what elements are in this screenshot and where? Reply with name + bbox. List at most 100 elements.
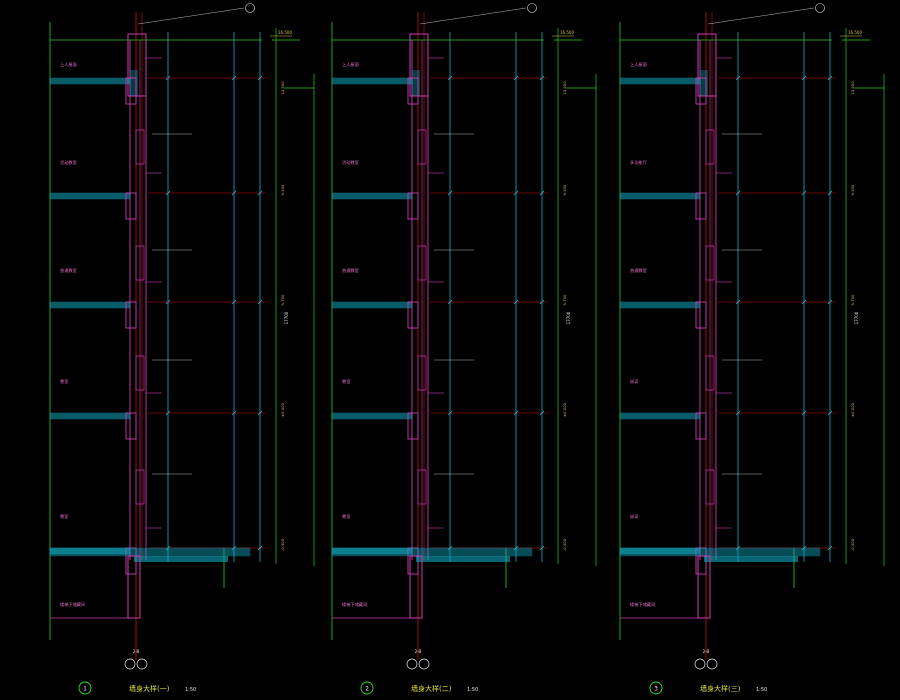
- floor-slab: [49, 301, 131, 309]
- room-label: 普通教室: [630, 267, 647, 274]
- window-frame: [705, 245, 715, 281]
- detail-scale: 1:50: [185, 687, 196, 693]
- ground-slab: [331, 547, 533, 557]
- edge-beam: [125, 412, 137, 440]
- callout-leader: [419, 7, 527, 25]
- parapet-block: [409, 33, 429, 97]
- dimension-tick: [513, 75, 519, 81]
- overall-dimension-label: 17700: [566, 311, 571, 324]
- floor-elevation-label: 13.500: [280, 81, 285, 95]
- dimension-tick: [827, 410, 833, 416]
- room-label: 多功能厅: [630, 159, 647, 166]
- floor-elevation-label: 5.700: [562, 294, 567, 305]
- dimension-tick: [165, 545, 171, 551]
- foundation-wall: [127, 555, 141, 619]
- dimension-tick: [801, 190, 807, 196]
- room-label: 楼梯下储藏间: [342, 601, 367, 608]
- floor-elevation-label: -0.300: [562, 538, 567, 551]
- exterior-paving: [416, 556, 510, 562]
- dimension-tick: [231, 299, 237, 305]
- top-elevation-label: 16.500: [848, 30, 862, 35]
- foundation-wall: [409, 555, 423, 619]
- dimension-tick: [539, 299, 545, 305]
- room-label: 教室: [60, 378, 68, 385]
- dimension-tick: [801, 545, 807, 551]
- dimension-tick: [257, 299, 263, 305]
- floor-slab: [49, 412, 131, 420]
- window-frame: [417, 355, 427, 391]
- axis-bubble-left: [406, 658, 418, 670]
- room-label: 活动教室: [342, 159, 359, 166]
- floor-slab: [619, 192, 701, 200]
- parapet-insulation: [412, 70, 420, 96]
- edge-beam: [407, 77, 419, 105]
- dimension-tick: [827, 190, 833, 196]
- dimension-tick: [801, 75, 807, 81]
- edge-beam: [695, 77, 707, 105]
- dimension-tick: [231, 545, 237, 551]
- exterior-paving: [704, 556, 798, 562]
- axis-bubble-left: [124, 658, 136, 670]
- dimension-tick: [257, 190, 263, 196]
- callout-leader: [707, 7, 815, 25]
- detail-index-circle: [360, 681, 374, 695]
- overall-dimension-label: 17700: [284, 311, 289, 324]
- floor-elevation-label: ±0.000: [280, 402, 285, 417]
- floor-elevation-label: 9.300: [562, 184, 567, 195]
- detail-index-label: 1: [83, 686, 87, 693]
- dimension-tick: [801, 299, 807, 305]
- window-frame: [417, 245, 427, 281]
- room-label: 阅读: [630, 378, 638, 385]
- top-elevation-label: 16.500: [278, 30, 292, 35]
- room-label: 楼梯下储藏间: [630, 601, 655, 608]
- ground-slab: [49, 547, 251, 557]
- dimension-tick: [447, 410, 453, 416]
- detail-callout-circle: [245, 3, 255, 13]
- floor-elevation-label: 5.700: [280, 294, 285, 305]
- dimension-tick: [513, 190, 519, 196]
- dimension-tick: [447, 75, 453, 81]
- dimension-tick: [165, 75, 171, 81]
- exterior-paving: [134, 556, 228, 562]
- wall-section-3: 上人屋面多功能厅普通教室阅读阅读楼梯下储藏间16.50013.5009.3005…: [619, 3, 885, 695]
- window-frame: [135, 355, 145, 391]
- edge-beam: [695, 301, 707, 329]
- floor-elevation-label: 13.500: [850, 81, 855, 95]
- detail-index-label: 2: [365, 686, 369, 693]
- floor-elevation-label: 9.300: [280, 184, 285, 195]
- floor-slab: [619, 301, 701, 309]
- dimension-tick: [539, 545, 545, 551]
- room-label: 活动教室: [60, 159, 77, 166]
- dimension-tick: [735, 190, 741, 196]
- room-label: 教室: [342, 513, 350, 520]
- axis-label: 2-B: [415, 649, 422, 654]
- axis-label: 2-B: [133, 649, 140, 654]
- floor-slab: [619, 77, 701, 85]
- foundation-wall: [697, 555, 711, 619]
- room-label: 楼梯下储藏间: [60, 601, 85, 608]
- dimension-tick: [735, 545, 741, 551]
- dimension-tick: [539, 190, 545, 196]
- dimension-tick: [513, 299, 519, 305]
- room-label: 教室: [60, 513, 68, 520]
- parapet-insulation: [130, 70, 138, 96]
- window-frame: [705, 469, 715, 505]
- edge-beam: [125, 192, 137, 220]
- floor-slab: [49, 77, 131, 85]
- floor-slab: [49, 547, 131, 555]
- dimension-tick: [735, 75, 741, 81]
- window-frame: [135, 245, 145, 281]
- dimension-tick: [231, 410, 237, 416]
- floor-elevation-label: -0.300: [280, 538, 285, 551]
- axis-bubble-right: [706, 658, 718, 670]
- dimension-tick: [165, 410, 171, 416]
- detail-callout-circle: [527, 3, 537, 13]
- detail-scale: 1:50: [756, 687, 767, 693]
- detail-title: 墙身大样(二): [411, 684, 452, 693]
- dimension-tick: [257, 75, 263, 81]
- wall-section-1: 上人屋面活动教室普通教室教室教室楼梯下储藏间16.50013.5009.3005…: [49, 3, 315, 695]
- detail-index-circle: [649, 681, 663, 695]
- axis-bubble-left: [694, 658, 706, 670]
- floor-elevation-label: 13.500: [562, 81, 567, 95]
